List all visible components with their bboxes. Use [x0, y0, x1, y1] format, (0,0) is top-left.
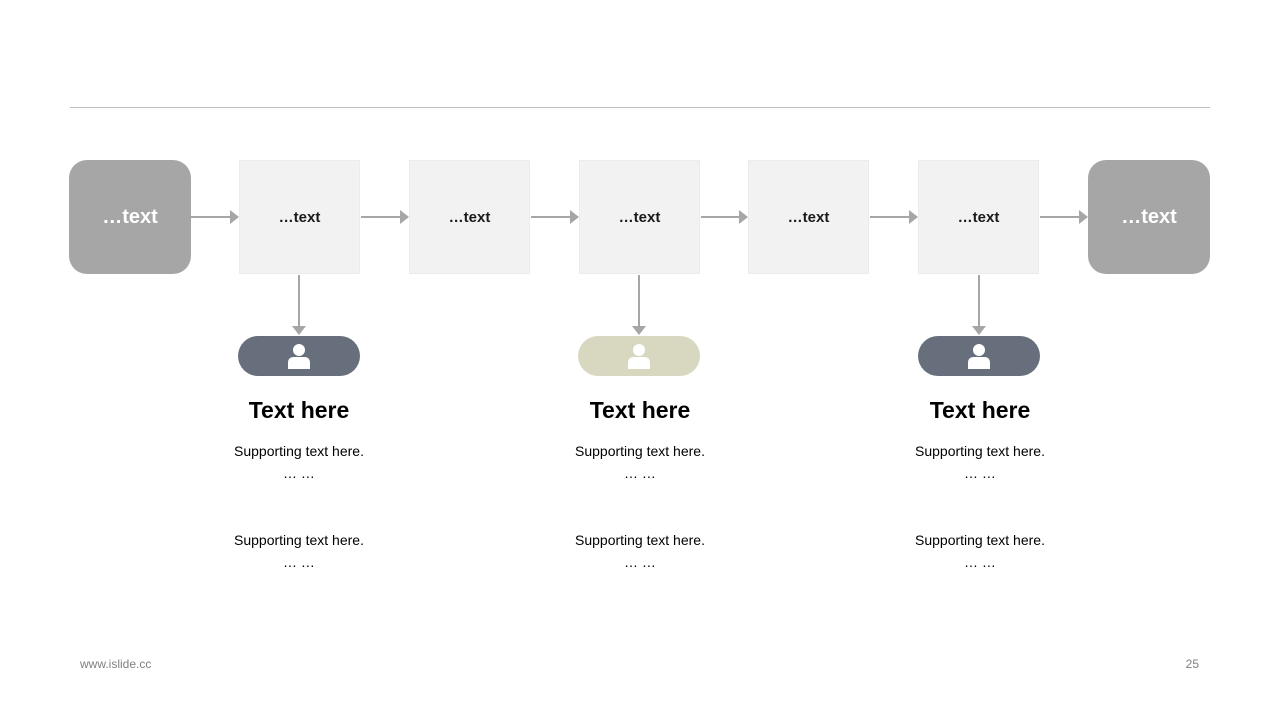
person-icon — [628, 344, 650, 369]
flow-arrow — [1040, 210, 1088, 224]
profile-pill-1 — [238, 336, 360, 376]
flow-step-label: …text — [618, 208, 661, 226]
ellipsis-text: … … — [624, 554, 656, 570]
ellipsis-text: … … — [964, 554, 996, 570]
person-icon — [288, 344, 310, 369]
profile-block-1: Text here Supporting text here. … … Supp… — [189, 394, 409, 573]
header-divider — [70, 107, 1210, 108]
flow-step-label: …text — [787, 208, 830, 226]
supporting-text: Supporting text here. — [575, 443, 705, 459]
supporting-text: Supporting text here. — [575, 532, 705, 548]
ellipsis-text: … … — [624, 465, 656, 481]
flow-step-4: …text — [748, 160, 869, 274]
down-arrow — [632, 275, 646, 335]
ellipsis-text: … … — [283, 465, 315, 481]
down-arrow — [292, 275, 306, 335]
flow-step-label: …text — [448, 208, 491, 226]
flow-arrow — [870, 210, 918, 224]
ellipsis-text: … … — [964, 465, 996, 481]
flow-step-2: …text — [409, 160, 530, 274]
profile-pill-3 — [918, 336, 1040, 376]
down-arrow — [972, 275, 986, 335]
flow-arrow — [191, 210, 239, 224]
flow-step-5: …text — [918, 160, 1039, 274]
supporting-text: Supporting text here. — [234, 443, 364, 459]
flow-end-label: …text — [1121, 205, 1177, 228]
flow-arrow — [361, 210, 409, 224]
ellipsis-text: … … — [283, 554, 315, 570]
flow-start-node: …text — [69, 160, 191, 274]
profile-block-3: Text here Supporting text here. … … Supp… — [870, 394, 1090, 573]
supporting-text: Supporting text here. — [915, 443, 1045, 459]
flow-arrow — [701, 210, 748, 224]
flow-start-label: …text — [102, 205, 158, 228]
supporting-text: Supporting text here. — [234, 532, 364, 548]
supporting-text: Supporting text here. — [915, 532, 1045, 548]
flow-step-label: …text — [957, 208, 1000, 226]
flow-step-label: …text — [278, 208, 321, 226]
flow-step-3: …text — [579, 160, 700, 274]
footer-website[interactable]: www.islide.cc — [80, 657, 152, 671]
profile-pill-2 — [578, 336, 700, 376]
profile-block-2: Text here Supporting text here. … … Supp… — [530, 394, 750, 573]
profile-title: Text here — [248, 397, 350, 423]
profile-title: Text here — [589, 397, 691, 423]
flow-arrow — [531, 210, 579, 224]
flow-step-1: …text — [239, 160, 360, 274]
profile-title: Text here — [929, 397, 1031, 423]
page-number: 25 — [1185, 657, 1199, 671]
person-icon — [968, 344, 990, 369]
flow-end-node: …text — [1088, 160, 1210, 274]
